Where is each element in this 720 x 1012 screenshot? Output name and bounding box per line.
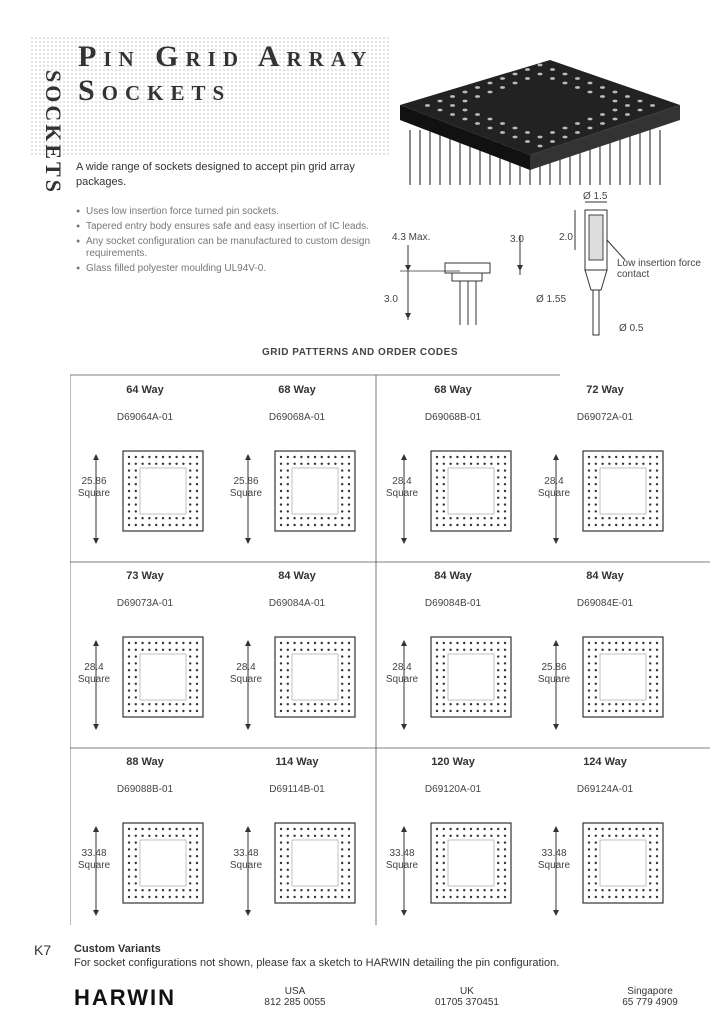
pin-grid-pattern [582, 822, 664, 904]
pin-grid-pattern [582, 450, 664, 532]
grid-order-code: D69084B-01 [424, 598, 482, 609]
pin-grid-pattern [582, 636, 664, 718]
grid-order-code: D69073A-01 [116, 598, 174, 609]
grid-way-label: 124 Way [583, 756, 627, 768]
dimension-arrow [401, 454, 407, 544]
grid-table-frame [70, 374, 710, 925]
dim-h20-label: 2.0 [559, 232, 573, 243]
pin-grid-pattern [122, 636, 204, 718]
feature-item: Tapered entry body ensures safe and easy… [76, 221, 376, 233]
grid-section-title: GRID PATTERNS AND ORDER CODES [262, 347, 458, 358]
dimension-arrow [245, 640, 251, 730]
dimension-arrow [93, 826, 99, 916]
grid-way-label: 114 Way [275, 756, 319, 768]
grid-way-label: 68 Way [434, 384, 472, 396]
pin-grid-pattern [274, 636, 356, 718]
custom-variants-text: For socket configurations not shown, ple… [74, 957, 560, 969]
dim-d05-label: Ø 0.5 [619, 323, 644, 334]
grid-way-label: 73 Way [126, 570, 164, 582]
dim-bottom-label: 3.0 [384, 294, 398, 305]
pin-grid-pattern [122, 822, 204, 904]
contact-drawing [574, 201, 626, 336]
custom-variants-title: Custom Variants [74, 943, 161, 955]
dimension-arrow [93, 640, 99, 730]
dimension-arrow [553, 454, 559, 544]
pga-socket-image [400, 60, 680, 185]
feature-list: Uses low insertion force turned pin sock… [76, 206, 376, 278]
dimension-arrow [401, 826, 407, 916]
grid-order-code: D69072A-01 [576, 412, 634, 423]
grid-order-code: D69114B-01 [269, 784, 325, 795]
dim-d155-label: Ø 1.55 [536, 294, 567, 305]
dimension-arrow [553, 640, 559, 730]
pin-grid-pattern [430, 450, 512, 532]
grid-way-label: 64 Way [126, 384, 164, 396]
pin-grid-pattern [430, 636, 512, 718]
grid-way-label: 84 Way [586, 570, 624, 582]
pin-grid-pattern [430, 822, 512, 904]
page-number: K7 [34, 942, 52, 958]
section-side-tab: SOCKETS [41, 70, 66, 195]
intro-text: A wide range of sockets designed to acce… [76, 161, 355, 188]
harwin-logo: HARWIN [74, 985, 177, 1010]
grid-order-code: D69084A-01 [268, 598, 326, 609]
dimension-arrow [245, 454, 251, 544]
grid-way-label: 120 Way [431, 756, 475, 768]
feature-item: Any socket configuration can be manufact… [76, 236, 376, 260]
feature-item: Uses low insertion force turned pin sock… [76, 206, 376, 218]
pin-grid-pattern [122, 450, 204, 532]
grid-order-code: D69068B-01 [424, 412, 482, 423]
pin-grid-pattern [274, 822, 356, 904]
grid-order-code: D69088B-01 [116, 784, 174, 795]
grid-order-code: D69068A-01 [268, 412, 326, 423]
title-texture [30, 36, 390, 156]
grid-way-label: 84 Way [278, 570, 316, 582]
dimension-arrow [93, 454, 99, 544]
grid-way-label: 68 Way [278, 384, 316, 396]
dimension-arrow [245, 826, 251, 916]
grid-order-code: D69120A-01 [424, 784, 482, 795]
grid-way-label: 88 Way [126, 756, 164, 768]
grid-way-label: 72 Way [586, 384, 624, 396]
socket-profile-drawing [400, 235, 523, 325]
page-title: Pin Grid Array Sockets [78, 40, 374, 107]
grid-order-code: D69124A-01 [576, 784, 634, 795]
contact-note: Low insertion force contact [617, 258, 701, 280]
grid-way-label: 84 Way [434, 570, 472, 582]
grid-order-code: D69064A-01 [116, 412, 174, 423]
grid-order-code: D69084E-01 [576, 598, 634, 609]
dim-top-label: 3.0 [510, 234, 524, 245]
pin-grid-pattern [274, 450, 356, 532]
dim-max-label: 4.3 Max. [392, 232, 431, 243]
dimension-arrow [553, 826, 559, 916]
dimension-arrow [401, 640, 407, 730]
dim-d15-label: Ø 1.5 [583, 191, 608, 202]
feature-item: Glass filled polyester moulding UL94V-0. [76, 263, 376, 275]
